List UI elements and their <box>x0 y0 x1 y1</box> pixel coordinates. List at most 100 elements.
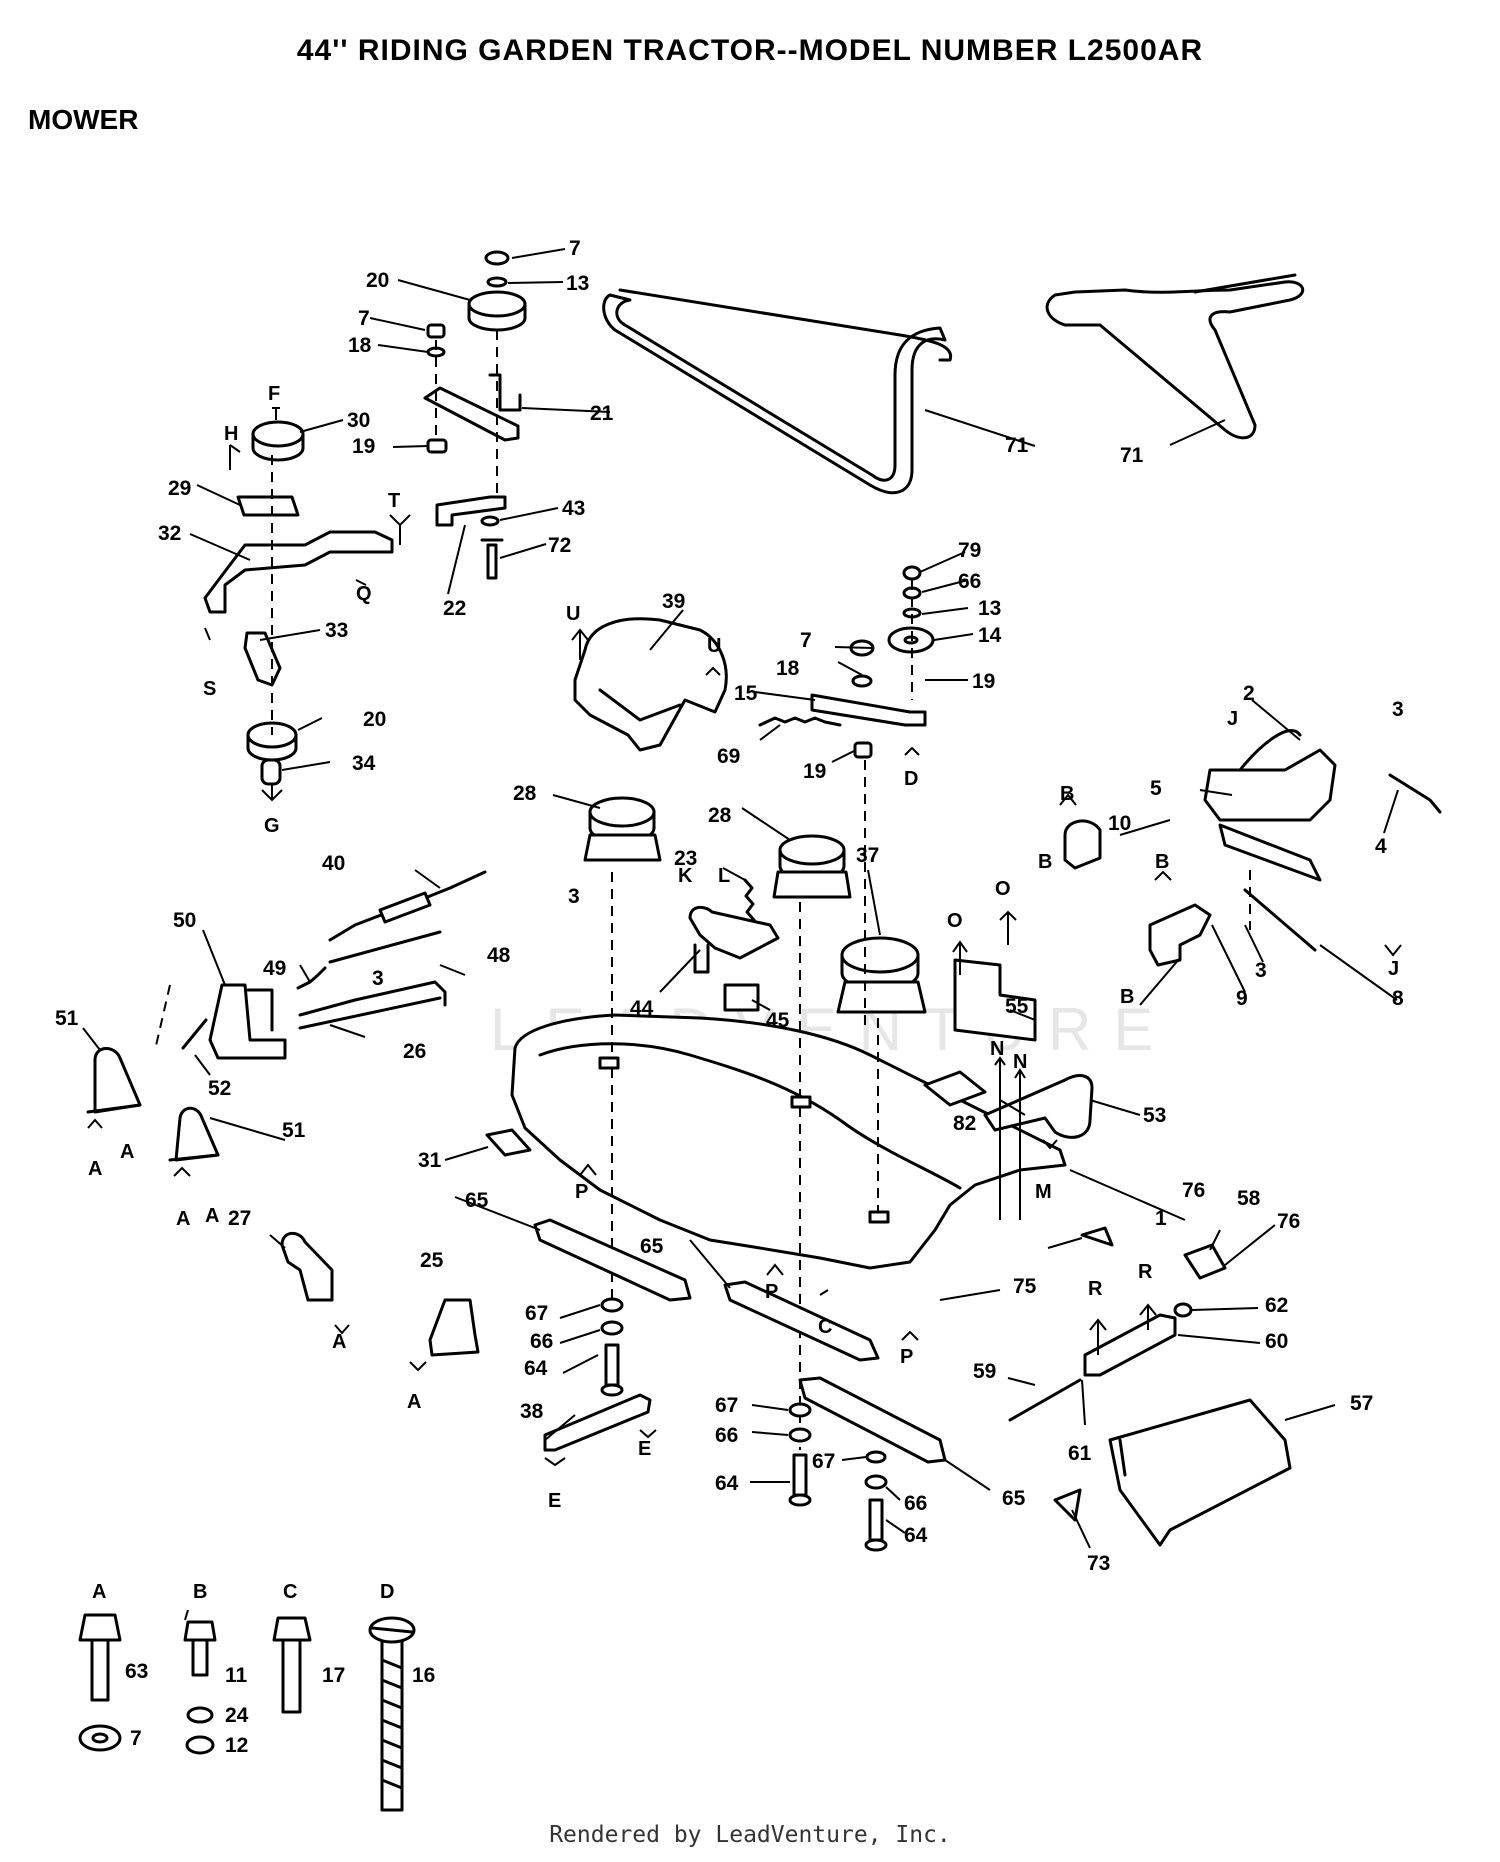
callout-10: 10 <box>1108 812 1131 835</box>
mower-deck-1 <box>510 1013 1067 1270</box>
belt-cover-39 <box>573 617 728 752</box>
pulley-30 <box>251 420 305 462</box>
ref-U: U <box>566 603 580 625</box>
spring-23 <box>743 878 756 922</box>
blade-65-center <box>723 1280 880 1362</box>
ref-O: O <box>947 910 963 932</box>
pad-58 <box>1183 1243 1227 1280</box>
washer-13-top <box>486 276 508 288</box>
ref-M: M <box>1035 1181 1052 1203</box>
callout-67: 67 <box>812 1450 835 1473</box>
nut-7-left <box>426 323 446 339</box>
bolt-64-left <box>600 1343 624 1397</box>
callout-20: 20 <box>366 269 389 292</box>
callout-64: 64 <box>715 1472 739 1495</box>
callout-37: 37 <box>856 844 879 867</box>
decal-75 <box>1080 1226 1114 1247</box>
legend-key-D: D <box>380 1581 394 1603</box>
callout-65: 65 <box>1002 1487 1026 1510</box>
callout-27: 27 <box>228 1207 251 1230</box>
callout-34: 34 <box>352 752 376 775</box>
ref-R: R <box>1138 1261 1153 1283</box>
ref-B: B <box>1060 783 1074 805</box>
callout-64: 64 <box>904 1524 928 1547</box>
callout-71: 71 <box>1005 434 1029 457</box>
legend-part-7: 7 <box>130 1727 142 1750</box>
legend-part-24: 24 <box>225 1704 249 1727</box>
pulley-20-top <box>467 290 527 332</box>
callout-79: 79 <box>958 539 981 562</box>
callout-28: 28 <box>513 782 537 805</box>
callout-67: 67 <box>525 1302 548 1325</box>
bracket-51-left <box>86 1047 142 1114</box>
callout-66: 66 <box>904 1492 927 1515</box>
page-title: 44'' RIDING GARDEN TRACTOR--MODEL NUMBER… <box>296 34 1204 67</box>
callout-21: 21 <box>590 402 614 425</box>
callout-7: 7 <box>358 307 370 330</box>
ref-A: A <box>88 1158 102 1180</box>
bracket-21 <box>423 373 522 442</box>
ref-A: A <box>176 1208 190 1230</box>
callout-58: 58 <box>1237 1187 1261 1210</box>
bracket-10 <box>1063 819 1102 870</box>
nut-7-top <box>484 250 510 266</box>
nut-79 <box>902 565 922 581</box>
ref-A: A <box>205 1205 219 1227</box>
bracket-22 <box>435 495 507 527</box>
decal-31 <box>485 1128 532 1157</box>
bracket-38 <box>543 1393 652 1452</box>
callout-22: 22 <box>443 597 466 620</box>
rod-59 <box>1008 1378 1082 1422</box>
washer-66-mid <box>788 1427 812 1443</box>
callout-53: 53 <box>1143 1104 1166 1127</box>
callout-13: 13 <box>978 597 1001 620</box>
spacer-34 <box>260 758 282 786</box>
callout-57: 57 <box>1350 1392 1373 1415</box>
spring-link-40 <box>328 870 487 942</box>
legend-key-C: C <box>283 1581 297 1603</box>
callout-43: 43 <box>562 497 585 520</box>
callout-64: 64 <box>524 1357 548 1380</box>
callout-3: 3 <box>372 967 384 990</box>
reference-letters: F H T Q S G U U D J J B B B B K L O O N … <box>88 383 1399 1512</box>
spacer-19-center <box>853 741 873 759</box>
legend-washer-24 <box>186 1706 214 1724</box>
ref-G: G <box>264 815 280 837</box>
shield-57 <box>1108 1398 1292 1547</box>
ref-P: P <box>765 1281 778 1303</box>
callout-76: 76 <box>1182 1179 1205 1202</box>
ref-A: A <box>332 1331 346 1353</box>
ref-O: O <box>995 878 1011 900</box>
callout-18: 18 <box>348 334 372 357</box>
bracket-51-right <box>168 1106 220 1162</box>
callout-3: 3 <box>568 885 580 908</box>
callout-52: 52 <box>208 1077 231 1100</box>
callout-59: 59 <box>973 1360 996 1383</box>
callout-14: 14 <box>978 624 1002 647</box>
bolt-52 <box>181 1018 208 1050</box>
bracket-45 <box>723 983 760 1012</box>
callout-8: 8 <box>1392 987 1404 1010</box>
callout-65: 65 <box>465 1189 489 1212</box>
spindle-28-right <box>772 834 852 899</box>
callout-5: 5 <box>1150 777 1162 800</box>
ref-A: A <box>407 1391 421 1413</box>
washer-66-left <box>600 1320 624 1336</box>
callout-1: 1 <box>1155 1207 1167 1230</box>
legend-part-63: 63 <box>125 1660 148 1683</box>
rod-26 <box>298 980 447 1030</box>
arm-33 <box>243 631 282 687</box>
rod-8 <box>1243 888 1317 952</box>
ref-Q: Q <box>356 583 372 605</box>
ref-S: S <box>203 678 216 700</box>
callout-7: 7 <box>569 237 581 260</box>
bracket-25 <box>428 1298 480 1357</box>
callout-26: 26 <box>403 1040 426 1063</box>
rod-4 <box>1388 773 1442 814</box>
callout-65: 65 <box>640 1235 664 1258</box>
ref-T: T <box>388 490 400 512</box>
ref-U: U <box>707 635 721 657</box>
rod-48 <box>328 930 442 964</box>
ref-J: J <box>1388 958 1399 980</box>
callout-29: 29 <box>168 477 191 500</box>
